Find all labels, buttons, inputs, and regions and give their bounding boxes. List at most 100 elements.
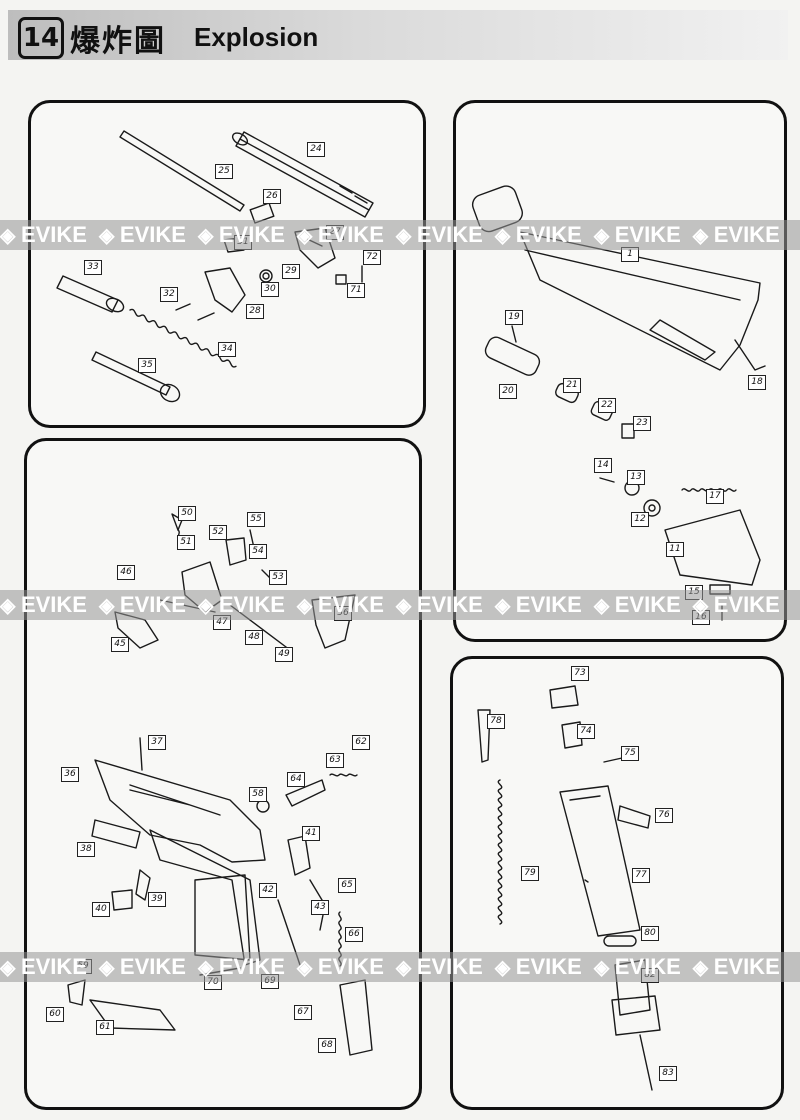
nozzle-small-parts <box>511 325 640 496</box>
frame-part <box>94 759 266 966</box>
part-label-24: 24 <box>307 142 325 157</box>
trigger-and-grip-parts <box>67 737 373 1056</box>
part-label-79: 79 <box>521 866 539 881</box>
watermark-text: EVIKE <box>693 220 792 250</box>
watermark-text: EVIKE <box>396 590 495 620</box>
part-label-11: 11 <box>666 542 684 557</box>
part-label-40: 40 <box>92 902 110 917</box>
magazine-part <box>559 785 661 1091</box>
watermark-text: EVIKE <box>594 590 693 620</box>
mag-top-parts <box>477 685 623 925</box>
part-label-78: 78 <box>487 714 505 729</box>
watermark-text: EVIKE <box>198 590 297 620</box>
part-label-14: 14 <box>594 458 612 473</box>
slide-part <box>471 185 766 371</box>
part-label-77: 77 <box>632 868 650 883</box>
recoil-spring-guide-tube-part <box>56 275 125 313</box>
part-label-72: 72 <box>363 250 381 265</box>
part-label-37: 37 <box>148 735 166 750</box>
watermark-text: EVIKE <box>198 952 297 982</box>
part-label-26: 26 <box>263 189 281 204</box>
part-label-64: 64 <box>287 772 305 787</box>
part-label-25: 25 <box>215 164 233 179</box>
hammer-group-part <box>114 513 356 651</box>
watermark-text: EVIKE <box>297 220 396 250</box>
part-label-29: 29 <box>282 264 300 279</box>
part-label-76: 76 <box>655 808 673 823</box>
part-label-48: 48 <box>245 630 263 645</box>
part-label-12: 12 <box>631 512 649 527</box>
part-label-41: 41 <box>302 826 320 841</box>
part-label-54: 54 <box>249 544 267 559</box>
part-label-35: 35 <box>138 358 156 373</box>
watermark-band: EVIKEEVIKEEVIKEEVIKEEVIKEEVIKEEVIKEEVIKE <box>0 220 800 250</box>
watermark-text: EVIKE <box>99 220 198 250</box>
part-label-49: 49 <box>275 647 293 662</box>
watermark-text: EVIKE <box>297 590 396 620</box>
watermark-text: EVIKE <box>0 590 99 620</box>
inner-barrel-part <box>119 130 245 212</box>
part-label-63: 63 <box>326 753 344 768</box>
part-label-52: 52 <box>209 525 227 540</box>
watermark-text: EVIKE <box>396 220 495 250</box>
loading-nozzle-part <box>484 336 541 376</box>
part-label-43: 43 <box>311 900 329 915</box>
part-label-32: 32 <box>160 287 178 302</box>
part-label-80: 80 <box>641 926 659 941</box>
part-label-18: 18 <box>748 375 766 390</box>
watermark-text: EVIKE <box>495 952 594 982</box>
part-label-39: 39 <box>148 892 166 907</box>
guide-rod-part <box>91 351 181 403</box>
part-label-67: 67 <box>294 1005 312 1020</box>
watermark-band: EVIKEEVIKEEVIKEEVIKEEVIKEEVIKEEVIKEEVIKE <box>0 590 800 620</box>
part-label-19: 19 <box>505 310 523 325</box>
part-label-61: 61 <box>96 1020 114 1035</box>
watermark-text: EVIKE <box>594 952 693 982</box>
part-label-36: 36 <box>61 767 79 782</box>
part-label-13: 13 <box>627 470 645 485</box>
watermark-text: EVIKE <box>693 952 792 982</box>
watermark-text: EVIKE <box>0 220 99 250</box>
page-header: 14 爆炸圖 Explosion <box>8 10 788 60</box>
watermark-text: EVIKE <box>99 952 198 982</box>
watermark-text: EVIKE <box>396 952 495 982</box>
watermark-text: EVIKE <box>198 220 297 250</box>
part-label-28: 28 <box>246 304 264 319</box>
part-label-65: 65 <box>338 878 356 893</box>
part-label-45: 45 <box>111 637 129 652</box>
part-label-23: 23 <box>633 416 651 431</box>
watermark-text: EVIKE <box>0 952 99 982</box>
part-label-51: 51 <box>177 535 195 550</box>
part-label-42: 42 <box>259 883 277 898</box>
part-label-30: 30 <box>261 282 279 297</box>
part-label-60: 60 <box>46 1007 64 1022</box>
watermark-text: EVIKE <box>99 590 198 620</box>
small-parts-p1 <box>175 237 363 321</box>
watermark-text: EVIKE <box>297 952 396 982</box>
part-label-73: 73 <box>571 666 589 681</box>
watermark-text: EVIKE <box>693 590 792 620</box>
watermark-text: EVIKE <box>495 220 594 250</box>
outer-barrel-part <box>231 131 374 218</box>
part-label-34: 34 <box>218 342 236 357</box>
part-label-22: 22 <box>598 398 616 413</box>
panel-slide-assembly <box>453 100 787 642</box>
part-label-55: 55 <box>247 512 265 527</box>
part-label-50: 50 <box>178 506 196 521</box>
part-label-71: 71 <box>347 283 365 298</box>
watermark-text: EVIKE <box>594 220 693 250</box>
part-label-20: 20 <box>499 384 517 399</box>
part-label-66: 66 <box>345 927 363 942</box>
part-label-21: 21 <box>563 378 581 393</box>
part-label-62: 62 <box>352 735 370 750</box>
title-chinese: 爆炸圖 <box>70 24 166 59</box>
watermark-text: EVIKE <box>495 590 594 620</box>
section-number: 14 <box>18 17 64 59</box>
part-label-58: 58 <box>249 787 267 802</box>
part-label-46: 46 <box>117 565 135 580</box>
part-label-74: 74 <box>577 724 595 739</box>
watermark-band: EVIKEEVIKEEVIKEEVIKEEVIKEEVIKEEVIKEEVIKE <box>0 952 800 982</box>
part-label-33: 33 <box>84 260 102 275</box>
part-label-83: 83 <box>659 1066 677 1081</box>
part-label-17: 17 <box>706 489 724 504</box>
